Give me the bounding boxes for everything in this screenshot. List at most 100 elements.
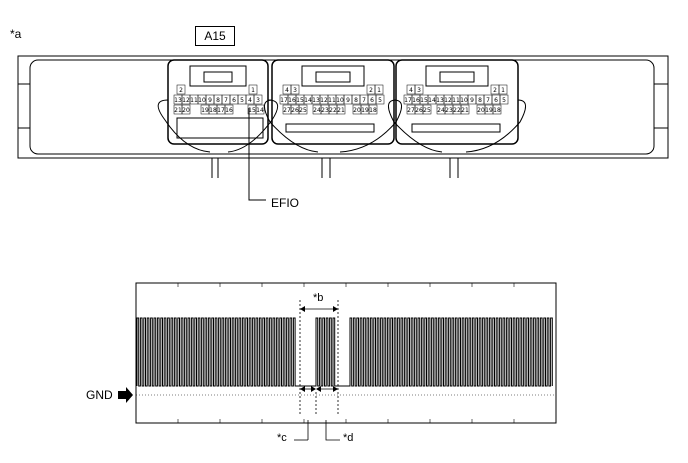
right-pin-cell <box>460 104 470 115</box>
right-pin-number: 15 <box>420 97 428 104</box>
middle-pin-number: 15 <box>296 97 304 104</box>
left-pin-number: 4 <box>248 97 252 104</box>
right-pin-number: 8 <box>478 97 482 104</box>
middle-pin-number: 23 <box>321 107 329 114</box>
middle-pin-number: 10 <box>336 97 344 104</box>
right-top-pin-number: 2 <box>493 87 497 94</box>
middle-pin-number: 22 <box>329 107 337 114</box>
left-pin-number: 17 <box>217 107 225 114</box>
right-pin-number: 11 <box>452 97 460 104</box>
middle-pin-cell <box>368 104 378 115</box>
right-pin-number: 27 <box>407 107 415 114</box>
right-pin-number: 18 <box>493 107 501 114</box>
middle-pin-number: 9 <box>346 97 350 104</box>
wire-harness <box>211 158 459 178</box>
middle-pin-cell <box>336 104 346 115</box>
left-top-pin-number: 2 <box>179 87 183 94</box>
left-pin-number: 19 <box>201 107 209 114</box>
middle-pin-number: 7 <box>362 97 366 104</box>
middle-pin-cell <box>375 94 385 105</box>
right-pin-number: 6 <box>494 97 498 104</box>
terminal-label-efio: EFIO <box>271 196 300 210</box>
left-top-pin-number: 1 <box>251 87 255 94</box>
label-c: *c <box>277 432 287 444</box>
left-pin-number: 10 <box>198 97 206 104</box>
left-pin-cell <box>253 94 263 105</box>
middle-top-pin-number: 1 <box>377 87 381 94</box>
middle-top-pin-cell <box>290 84 300 95</box>
label-b: *b <box>313 292 324 304</box>
right-pin-number: 16 <box>412 97 420 104</box>
left-pin-number: 8 <box>216 97 220 104</box>
middle-pin-number: 27 <box>283 107 291 114</box>
housing-left-bracket <box>17 83 31 129</box>
middle-top-pin-number: 4 <box>285 87 289 94</box>
left-pin-number: 20 <box>182 107 190 114</box>
left-pin-number: 3 <box>256 97 260 104</box>
left-pin-number: 15 <box>248 107 256 114</box>
label-d: *d <box>343 432 354 444</box>
right-pin-number: 26 <box>415 107 423 114</box>
left-pin-number: 12 <box>182 97 190 104</box>
left-top-pin-cell <box>176 84 186 95</box>
left-pin-number: 18 <box>209 107 217 114</box>
right-pin-number: 14 <box>428 97 436 104</box>
middle-top-pin-number: 2 <box>369 87 373 94</box>
middle-pin-number: 6 <box>370 97 374 104</box>
middle-pin-number: 19 <box>361 107 369 114</box>
middle-pin-number: 14 <box>304 97 312 104</box>
middle-pin-number: 11 <box>328 97 336 104</box>
right-pin-number: 20 <box>477 107 485 114</box>
right-pin-cell <box>499 94 509 105</box>
right-pin-number: 5 <box>502 97 506 104</box>
right-top-pin-number: 4 <box>409 87 413 94</box>
right-pin-number: 24 <box>437 107 445 114</box>
middle-top-pin-number: 3 <box>293 87 297 94</box>
connector-left <box>157 59 279 153</box>
middle-pin-number: 20 <box>353 107 361 114</box>
connector-right <box>388 59 526 153</box>
left-pin-number: 5 <box>240 97 244 104</box>
middle-pin-number: 16 <box>288 97 296 104</box>
middle-pin-number: 17 <box>280 97 288 104</box>
left-pin-number: 11 <box>190 97 198 104</box>
right-pin-number: 23 <box>445 107 453 114</box>
middle-pin-number: 8 <box>354 97 358 104</box>
waveform-trace <box>136 317 553 387</box>
right-pin-cell <box>422 104 432 115</box>
right-top-pin-cell <box>498 84 508 95</box>
right-pin-number: 10 <box>460 97 468 104</box>
left-pin-cell <box>181 104 191 115</box>
middle-pin-number: 21 <box>337 107 345 114</box>
right-pin-number: 9 <box>470 97 474 104</box>
right-pin-number: 12 <box>444 97 452 104</box>
right-top-pin-number: 3 <box>417 87 421 94</box>
right-top-pin-number: 1 <box>501 87 505 94</box>
left-pin-number: 14 <box>256 107 264 114</box>
middle-pin-number: 25 <box>299 107 307 114</box>
right-pin-cell <box>492 104 502 115</box>
right-pin-number: 25 <box>423 107 431 114</box>
gnd-arrow-icon <box>118 387 133 403</box>
middle-pin-number: 13 <box>312 97 320 104</box>
middle-pin-number: 12 <box>320 97 328 104</box>
left-pin-number: 9 <box>208 97 212 104</box>
waveform-ticks <box>177 283 515 423</box>
right-pin-number: 21 <box>461 107 469 114</box>
left-pin-number: 16 <box>225 107 233 114</box>
housing-right-bracket <box>653 83 669 129</box>
middle-pin-cell <box>298 104 308 115</box>
right-pin-number: 13 <box>436 97 444 104</box>
ground-label: GND <box>86 388 113 402</box>
connector-id: A15 <box>204 29 226 43</box>
right-top-pin-cell <box>414 84 424 95</box>
right-pin-number: 19 <box>485 107 493 114</box>
middle-pin-number: 18 <box>369 107 377 114</box>
left-pin-number: 7 <box>224 97 228 104</box>
middle-pin-number: 24 <box>313 107 321 114</box>
left-top-pin-cell <box>248 84 258 95</box>
middle-pin-number: 5 <box>378 97 382 104</box>
middle-top-pin-cell <box>374 84 384 95</box>
